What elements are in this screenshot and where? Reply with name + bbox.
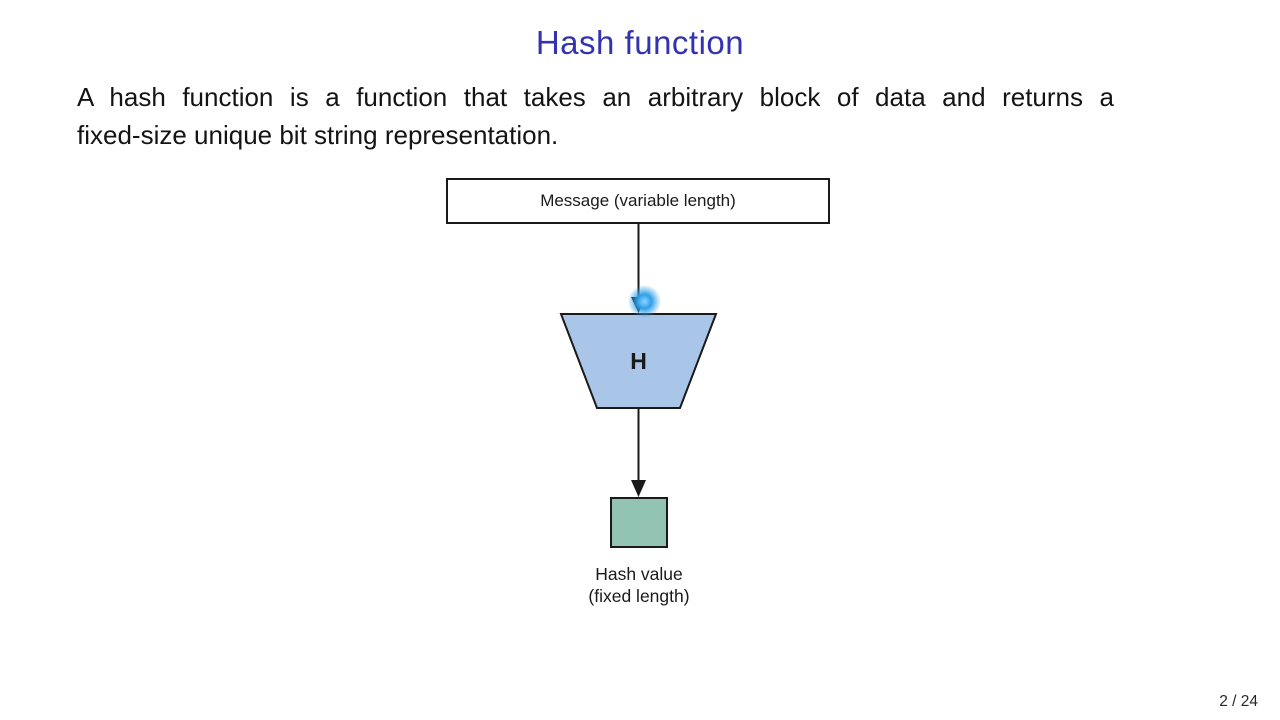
hash-value-square (610, 497, 668, 548)
arrowhead-hash-to-value (631, 480, 646, 497)
slide-body-text: A hash function is a function that takes… (77, 78, 1114, 154)
message-box: Message (variable length) (446, 178, 830, 224)
click-highlight-glow-icon (628, 285, 661, 318)
message-box-label: Message (variable length) (540, 191, 736, 210)
hash-value-caption-line-2: (fixed length) (588, 586, 690, 606)
hash-value-caption: Hash value (fixed length) (539, 563, 739, 607)
hash-value-caption-line-1: Hash value (595, 564, 683, 584)
body-text-line-1: A hash function is a function that takes… (77, 82, 1114, 112)
hash-function-trapezoid (559, 313, 718, 409)
slide-title: Hash function (535, 24, 745, 61)
page-indicator: 2 / 24 (1219, 693, 1258, 710)
body-text-line-2: fixed-size unique bit string representat… (77, 120, 559, 150)
hash-function-label: H (630, 348, 647, 374)
